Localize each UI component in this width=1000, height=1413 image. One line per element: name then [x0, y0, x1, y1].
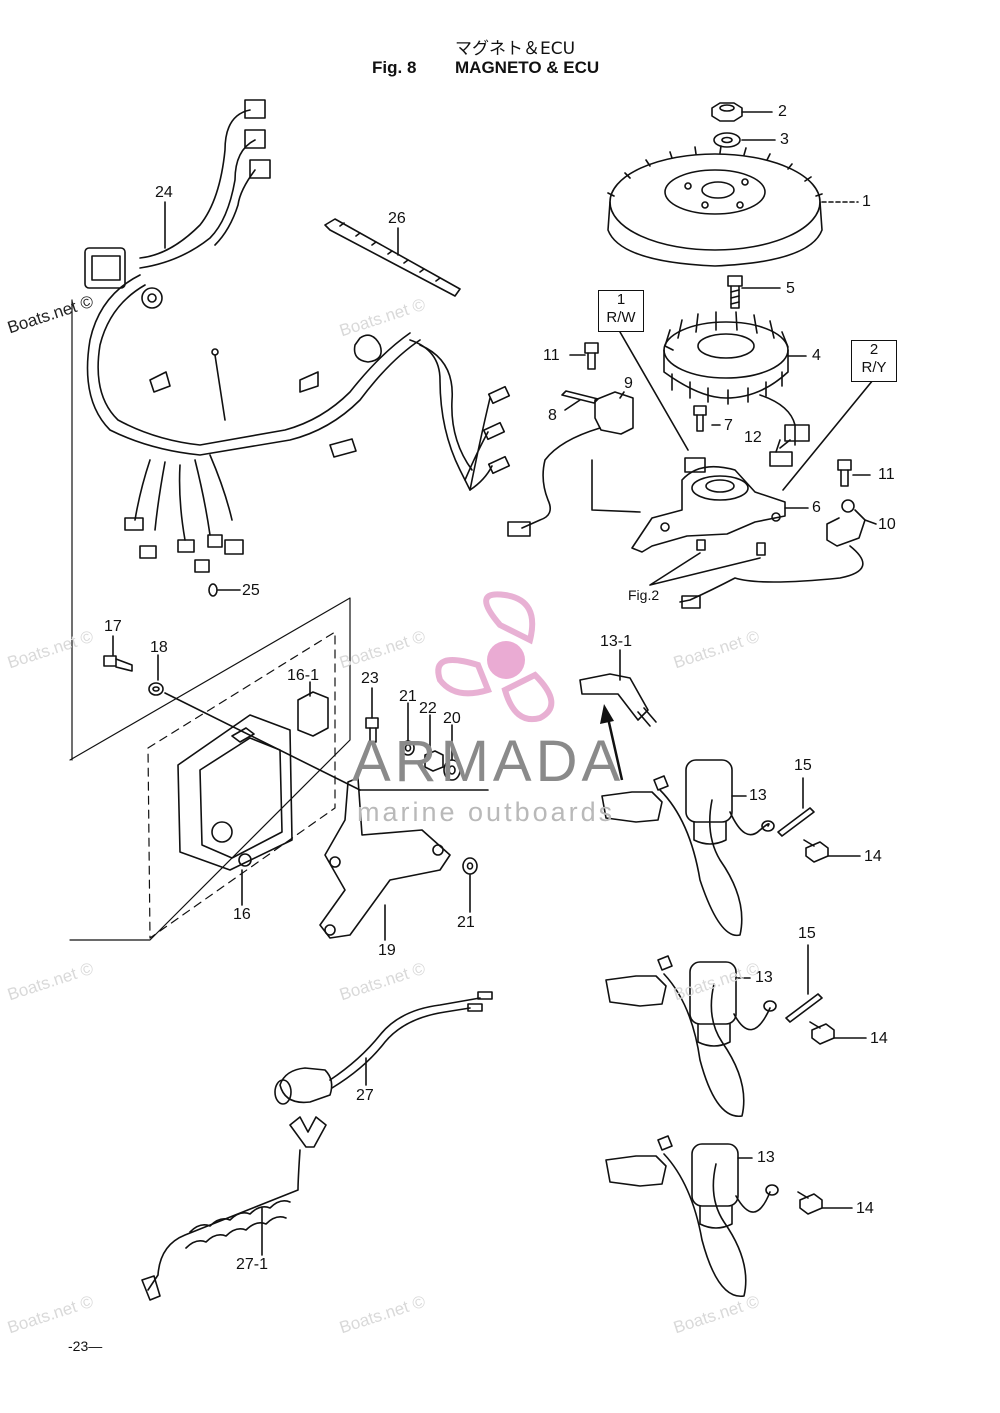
- harness-clamp-part: [208, 583, 218, 597]
- leader-line: [564, 399, 581, 411]
- page-number: -23—: [68, 1338, 103, 1354]
- callout-13-1: 13-1: [600, 633, 633, 650]
- ecu-unit-part: [177, 714, 293, 871]
- brand-watermark-sub: marine outboards: [357, 797, 616, 827]
- callout-21: 21: [457, 914, 475, 931]
- pulser-screw-part: [584, 342, 599, 370]
- tag-number: 2: [869, 341, 879, 358]
- callout-15: 15: [798, 925, 816, 942]
- callout-fig2: Fig.2: [628, 587, 660, 603]
- callout-11: 11: [543, 347, 560, 364]
- pulser-screw-part: [693, 405, 707, 432]
- bracket-collar-part: [424, 750, 444, 772]
- coil-bolt-part: [809, 1021, 835, 1045]
- ground-screw-part: [837, 459, 852, 487]
- callout-19: 19: [378, 942, 396, 959]
- leader-line: [619, 331, 689, 451]
- callout-27-1: 27-1: [236, 1256, 269, 1273]
- ecu-washer-part: [148, 682, 164, 696]
- callout-17: 17: [104, 618, 122, 635]
- callout-8: 8: [548, 407, 557, 424]
- callout-14: 14: [856, 1200, 874, 1217]
- figure-title-jp: マグネト＆ECU: [455, 39, 576, 59]
- callout-16: 16: [233, 906, 251, 923]
- flywheel-washer-part: [713, 132, 741, 148]
- callout-13: 13: [749, 787, 767, 804]
- leader-line: [591, 459, 641, 513]
- callout-10: 10: [878, 516, 896, 533]
- callout-14: 14: [864, 848, 882, 865]
- ignition-coil-part: [601, 759, 775, 937]
- ground-wire-part: [785, 993, 823, 1023]
- brand-watermark: ARMADA: [352, 729, 625, 794]
- callout-11: 11: [878, 466, 895, 483]
- callout-4: 4: [812, 347, 821, 364]
- plug-cap-part: [579, 673, 657, 727]
- brand-logo-icon: [435, 591, 555, 723]
- lanyard-part: [141, 1116, 327, 1301]
- callout-1: 1: [862, 193, 871, 210]
- assembly-outline: [69, 597, 351, 941]
- pulser-coil-part: [507, 391, 634, 537]
- callout-18: 18: [150, 639, 168, 656]
- base-plate-part: [631, 457, 786, 553]
- ignition-coil-part: [605, 1135, 779, 1297]
- direction-arrow: [600, 704, 624, 781]
- callout-15: 15: [794, 757, 812, 774]
- connector-tag-1: 1 R/W: [598, 290, 644, 332]
- callout-23: 23: [361, 670, 379, 687]
- callout-16-1: 16-1: [287, 667, 320, 684]
- callout-26: 26: [388, 210, 406, 227]
- wire-clip-part: [561, 390, 599, 404]
- callout-6: 6: [812, 499, 821, 516]
- leader-line: [864, 519, 877, 525]
- main-harness-part: [84, 99, 511, 573]
- stator-bolt-part: [727, 275, 743, 309]
- coil-bolt-part: [797, 1191, 823, 1215]
- callout-2: 2: [778, 103, 787, 120]
- bracket-washer-part: [462, 857, 478, 875]
- callout-22: 22: [419, 700, 437, 717]
- callout-27: 27: [356, 1087, 374, 1104]
- connector-tag-2: 2 R/Y: [851, 340, 897, 382]
- ignition-coil-part: [605, 955, 777, 1117]
- ecu-kit-outline: [147, 631, 336, 939]
- callout-25: 25: [242, 582, 260, 599]
- cable-tie-part: [324, 218, 461, 297]
- callout-12: 12: [744, 429, 762, 446]
- flywheel-part: [607, 145, 823, 267]
- callout-5: 5: [786, 280, 795, 297]
- callout-7: 7: [724, 417, 733, 434]
- leader-line: [649, 552, 761, 586]
- tag-wire-code: R/W: [606, 309, 636, 326]
- stop-switch-part: [274, 991, 493, 1105]
- callout-20: 20: [443, 710, 461, 727]
- stator-part: [663, 311, 810, 467]
- figure-number: Fig. 8: [372, 58, 417, 77]
- bracket-washer-part: [401, 740, 415, 756]
- leader-line: [779, 439, 791, 449]
- callout-13: 13: [757, 1149, 775, 1166]
- locating-pins-part: [696, 539, 766, 556]
- flywheel-nut-part: [711, 102, 743, 122]
- ground-wire-part: [777, 807, 815, 837]
- callout-21: 21: [399, 688, 417, 705]
- ecu-connector-cap-part: [297, 691, 329, 737]
- tag-number: 1: [616, 291, 626, 308]
- leader-line: [164, 692, 361, 791]
- callout-3: 3: [780, 131, 789, 148]
- ecu-screw-part: [103, 655, 133, 672]
- leader-line: [782, 379, 874, 491]
- ecu-bracket-part: [319, 777, 451, 939]
- tag-wire-code: R/Y: [861, 359, 887, 376]
- callout-14: 14: [870, 1030, 888, 1047]
- coil-bolt-part: [803, 839, 829, 863]
- callout-24: 24: [155, 184, 173, 201]
- callout-13: 13: [755, 969, 773, 986]
- callout-9: 9: [624, 375, 633, 392]
- figure-title: MAGNETO & ECU: [455, 58, 600, 77]
- leader-line: [619, 391, 625, 399]
